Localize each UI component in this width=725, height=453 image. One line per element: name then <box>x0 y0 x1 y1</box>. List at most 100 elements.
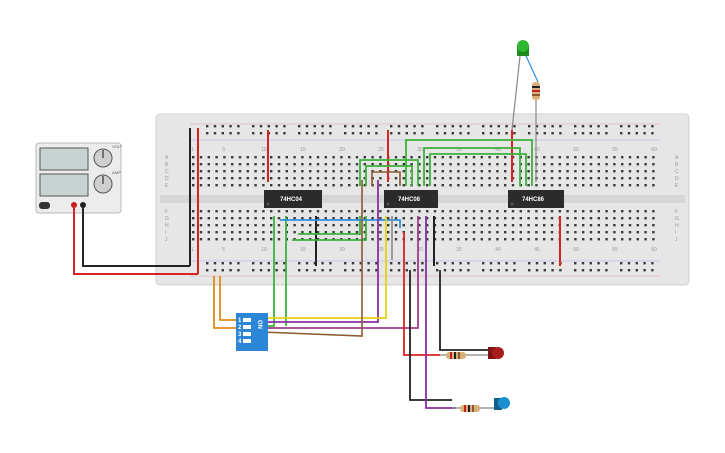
row-letter: A <box>675 155 679 161</box>
voltage-display <box>39 147 89 171</box>
row-letter: G <box>675 216 679 222</box>
wire-green-1 <box>359 159 419 186</box>
dip-toggle-3[interactable] <box>243 332 251 336</box>
row-letter: H <box>165 223 169 229</box>
row-letter: E <box>675 183 679 189</box>
led-blue[interactable] <box>494 397 510 410</box>
row-letter: A <box>165 155 169 161</box>
wire-magenta-dip <box>262 216 419 329</box>
chip-u1[interactable]: 74HC04 <box>264 190 322 208</box>
wire-purple-dip <box>262 180 379 323</box>
dip-number-2: 2 <box>238 325 242 331</box>
resistor-blue-led[interactable] <box>452 405 494 412</box>
chip-u1-label: 74HC04 <box>280 197 303 203</box>
column-number: 60 <box>651 247 657 253</box>
wire-blue <box>280 219 401 228</box>
column-number: 35 <box>456 147 462 153</box>
dip-on-label: ON <box>256 320 262 329</box>
wire-yellow-dip <box>262 216 387 319</box>
row-letter: B <box>165 162 169 168</box>
column-number: 25 <box>378 247 384 253</box>
power-switch[interactable] <box>39 202 50 209</box>
led-green[interactable] <box>517 40 529 56</box>
row-letter: F <box>165 209 168 215</box>
column-number: 45 <box>534 147 540 153</box>
column-number: 10 <box>261 247 267 253</box>
wire-green-mid <box>292 216 367 241</box>
column-number: 30 <box>417 247 423 253</box>
wire-green-5 <box>429 153 527 186</box>
wire-purple-led <box>425 216 456 409</box>
row-letter: D <box>675 176 679 182</box>
wire-green-mid-2 <box>298 216 361 235</box>
dip-toggle-4[interactable] <box>243 339 251 343</box>
column-number: 45 <box>534 247 540 253</box>
wire-green-3 <box>405 139 533 186</box>
row-letter: J <box>675 237 678 243</box>
wire-brown-dip <box>261 180 363 337</box>
row-letter: C <box>675 169 679 175</box>
row-letter: E <box>165 183 169 189</box>
chip-u3-label: 74HC86 <box>522 197 545 203</box>
wire-orange-2 <box>219 276 238 321</box>
row-letter: F <box>675 209 678 215</box>
current-knob-label: AMP <box>112 170 121 175</box>
power-supply[interactable]: VOLT AMP <box>35 142 123 214</box>
column-number: 50 <box>573 147 579 153</box>
column-number: 20 <box>339 147 345 153</box>
row-letter: D <box>165 176 169 182</box>
led-red[interactable] <box>488 347 504 359</box>
wire-green-4 <box>423 147 521 186</box>
dip-toggle-1[interactable] <box>243 318 251 322</box>
led-green-lead-2 <box>525 55 539 83</box>
dip-toggle-2[interactable] <box>243 325 251 329</box>
row-letter: I <box>165 230 166 236</box>
wire-red-led <box>403 232 440 356</box>
resistor-red-led[interactable] <box>440 352 488 359</box>
current-display <box>39 173 89 197</box>
voltage-knob-label: VOLT <box>112 144 123 149</box>
column-number: 1 <box>191 247 194 253</box>
column-number: 5 <box>222 247 225 253</box>
row-letter: J <box>165 237 168 243</box>
column-number: 15 <box>300 147 306 153</box>
column-number: 40 <box>495 247 501 253</box>
wire-brown-top <box>371 171 401 186</box>
chip-u3[interactable]: 74HC86 <box>508 190 564 208</box>
dip-number-3: 3 <box>238 332 242 338</box>
column-number: 25 <box>378 147 384 153</box>
column-number: 1 <box>191 147 194 153</box>
dip-switch[interactable]: ON 1 2 3 4 <box>236 313 268 351</box>
wire-orange-1 <box>213 276 238 329</box>
wire-green-2 <box>365 165 413 186</box>
row-letter: C <box>165 169 169 175</box>
supply-wire-red <box>73 205 198 275</box>
led-green-lead-1 <box>511 55 521 131</box>
dip-number-1: 1 <box>238 318 242 324</box>
row-letter: B <box>675 162 679 168</box>
dip-number-4: 4 <box>238 339 242 345</box>
resistor-top[interactable] <box>532 82 540 100</box>
chip-u2-label: 74HC08 <box>398 197 421 203</box>
wire-black-led2 <box>409 270 452 401</box>
column-number: 20 <box>339 247 345 253</box>
row-letter: I <box>675 230 676 236</box>
column-number: 5 <box>222 147 225 153</box>
column-number: 60 <box>651 147 657 153</box>
column-number: 55 <box>612 147 618 153</box>
column-number: 10 <box>261 147 267 153</box>
chip-u2[interactable]: 74HC08 <box>384 190 438 208</box>
row-letter: H <box>675 223 679 229</box>
column-number: 50 <box>573 247 579 253</box>
column-number: 30 <box>417 147 423 153</box>
column-number: 40 <box>495 147 501 153</box>
row-letter: G <box>165 216 169 222</box>
supply-wire-black <box>82 205 190 267</box>
wire-black-led1 <box>439 270 488 351</box>
column-number: 15 <box>300 247 306 253</box>
column-number: 55 <box>612 247 618 253</box>
